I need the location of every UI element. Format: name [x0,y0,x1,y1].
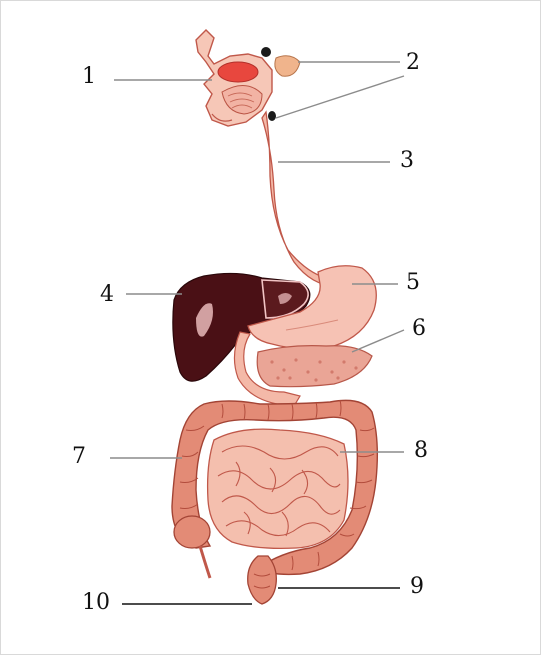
esophagus [262,112,336,286]
label-1: 1 [82,66,96,88]
label-9: 9 [410,576,424,598]
label-4: 4 [100,284,114,306]
label-2: 2 [406,52,420,74]
oral-cavity [196,30,300,126]
leader-line-2b [276,76,404,118]
label-6: 6 [412,318,426,340]
leader-line-6 [352,330,404,352]
label-8: 8 [414,440,428,462]
label-3: 3 [400,150,414,172]
label-7: 7 [72,446,86,468]
label-5: 5 [406,272,420,294]
rectum [248,556,277,604]
small-intestine [208,429,348,548]
label-10: 10 [82,592,110,614]
